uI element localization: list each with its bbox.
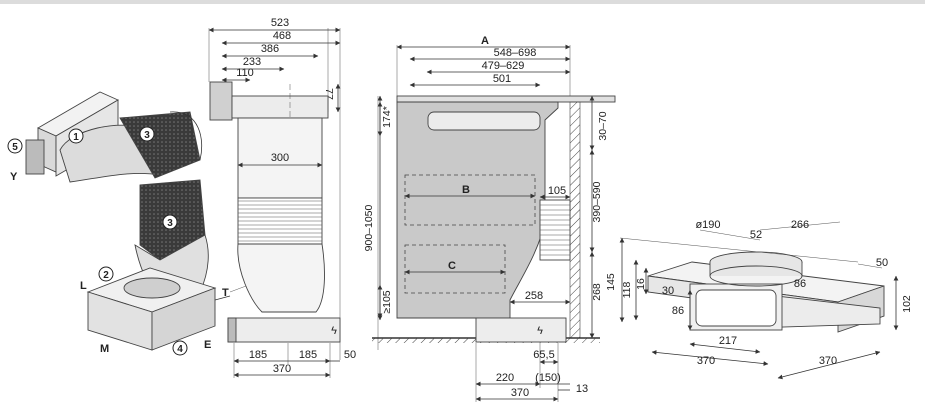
dim-110: 110 xyxy=(236,67,254,79)
dim-370-side: 370 xyxy=(819,355,837,367)
dim-a: A xyxy=(481,35,489,47)
dim-118: 118 xyxy=(621,281,633,298)
dim-900-1050: 900–1050 xyxy=(363,204,375,251)
iso-view: 1 2 3 3 4 5 Y L M E xyxy=(7,91,231,356)
dim-386: 386 xyxy=(261,43,279,55)
dim-468: 468 xyxy=(273,30,291,42)
dim-266: 266 xyxy=(791,219,809,231)
dim-548-698: 548–698 xyxy=(494,47,537,59)
dim-370: 370 xyxy=(273,363,291,375)
label-b: B xyxy=(462,184,470,196)
dim-185b: 185 xyxy=(299,349,317,361)
callout-3a: 3 xyxy=(144,130,150,141)
dim-86-side: 86 xyxy=(672,305,684,317)
letter-m: M xyxy=(100,343,109,355)
dim-150: (150) xyxy=(535,372,561,384)
install-view: A 548–698 479–629 501 B C xyxy=(363,35,616,402)
dim-300: 300 xyxy=(271,152,289,164)
dim-13: 13 xyxy=(576,383,588,395)
label-c: C xyxy=(448,260,456,272)
dim-390-590: 390–590 xyxy=(591,181,603,222)
box-view: ø190 52 266 50 86 145 118 16 30 86 217 3… xyxy=(605,219,913,380)
letter-e: E xyxy=(204,339,211,351)
dim-185a: 185 xyxy=(249,349,267,361)
install-electric-icon: ϟ xyxy=(537,325,543,337)
dim-30-70: 30–70 xyxy=(597,111,609,140)
letter-y: Y xyxy=(10,171,18,183)
dim-479-629: 479–629 xyxy=(482,60,525,72)
dim-50: 50 xyxy=(344,349,356,361)
dim-16: 16 xyxy=(635,278,647,290)
iso-callouts: 1 2 3 3 4 5 xyxy=(7,126,188,356)
dim-268: 268 xyxy=(591,283,603,301)
dim-370-front: 370 xyxy=(697,355,715,367)
dim-o190: ø190 xyxy=(695,219,720,231)
dim-220: 220 xyxy=(496,372,514,384)
callout-2: 2 xyxy=(103,270,109,281)
top-bar xyxy=(0,0,925,4)
callout-4: 4 xyxy=(177,344,183,355)
side-view: 523 468 386 233 110 77 300 T xyxy=(208,17,356,378)
callout-5: 5 xyxy=(12,142,18,153)
dim-50-box: 50 xyxy=(876,257,888,269)
letter-l: L xyxy=(80,280,87,292)
install-flex xyxy=(539,199,571,261)
dim-52: 52 xyxy=(750,229,762,241)
dim-174: 174* xyxy=(381,106,393,128)
dim-77: 77 xyxy=(323,88,335,100)
dim-65-5: 65,5 xyxy=(533,349,554,361)
callout-1: 1 xyxy=(73,132,79,143)
side-electric-icon: ϟ xyxy=(331,325,337,337)
dim-233: 233 xyxy=(243,56,261,68)
side-flex-ribs xyxy=(237,197,323,245)
dim-258: 258 xyxy=(525,290,543,302)
dim-217: 217 xyxy=(719,335,737,347)
dim-ge105: ≥105 xyxy=(381,290,393,313)
dim-501: 501 xyxy=(493,73,511,85)
dim-523: 523 xyxy=(271,17,289,29)
dim-86-top: 86 xyxy=(794,278,806,290)
dim-145: 145 xyxy=(605,273,617,291)
dim-370-install: 370 xyxy=(511,387,529,399)
dim-102: 102 xyxy=(901,295,913,313)
callout-3b: 3 xyxy=(167,218,173,229)
dim-105: 105 xyxy=(548,185,566,197)
letter-t: T xyxy=(222,287,229,299)
dim-30: 30 xyxy=(662,285,674,297)
